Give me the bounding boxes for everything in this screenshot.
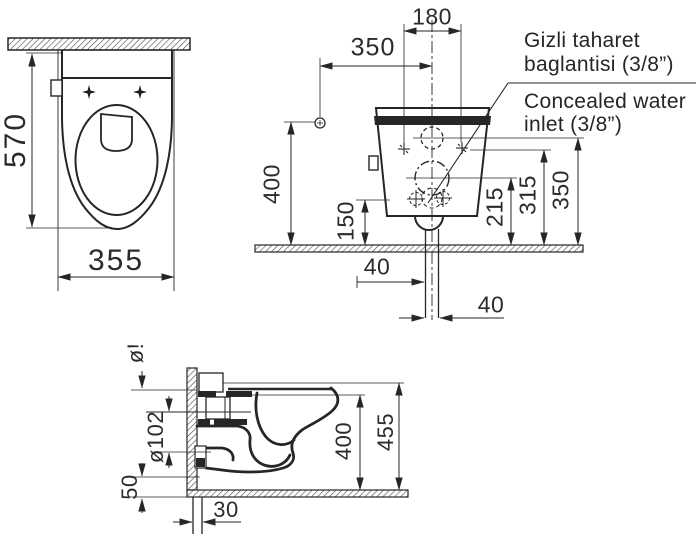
front-inlet-height-dim: 400 (258, 164, 285, 204)
note-turkish-line1: Gizli taharet (524, 29, 640, 52)
side-total-height-dim: 455 (373, 412, 398, 452)
front-outlet-width-dim: 40 (477, 291, 505, 318)
side-view (128, 367, 409, 534)
flush-mechanism (198, 391, 252, 425)
seat-fixing-marks (82, 85, 147, 99)
plan-width-dim: 355 (87, 244, 145, 277)
upper-fixing-holes (398, 142, 468, 155)
front-inlet-offset-dim: 350 (350, 33, 396, 62)
note-turkish-line2: baglantisi (3/8”) (524, 53, 674, 76)
side-wall-clearance-dim: 30 (213, 497, 239, 522)
front-fixing-height-dim: 315 (514, 175, 541, 215)
front-hole-spacing-dim: 180 (412, 3, 452, 30)
side-outlet-dia-dim: ø102 (143, 410, 168, 464)
front-lower-holes-dim: 150 (332, 201, 359, 241)
front-view (254, 20, 696, 322)
side-rim-height-dim: 400 (331, 421, 356, 461)
front-offset-left-dim: 40 (363, 253, 391, 280)
front-soil-height-dim: 215 (481, 187, 508, 227)
lower-fixing-holes (407, 189, 452, 208)
bowl-section (195, 386, 340, 474)
plan-depth-dim: 570 (0, 111, 32, 169)
front-inlet-circle-height-dim: 350 (547, 170, 574, 210)
plan-view (7, 37, 191, 291)
note-english-line2: inlet (3/8”) (524, 113, 623, 136)
side-outlet-bottom-dim: 50 (117, 474, 142, 500)
note-english-line1: Concealed water (524, 90, 687, 113)
side-flush-dia-dim: ø! (123, 342, 148, 364)
